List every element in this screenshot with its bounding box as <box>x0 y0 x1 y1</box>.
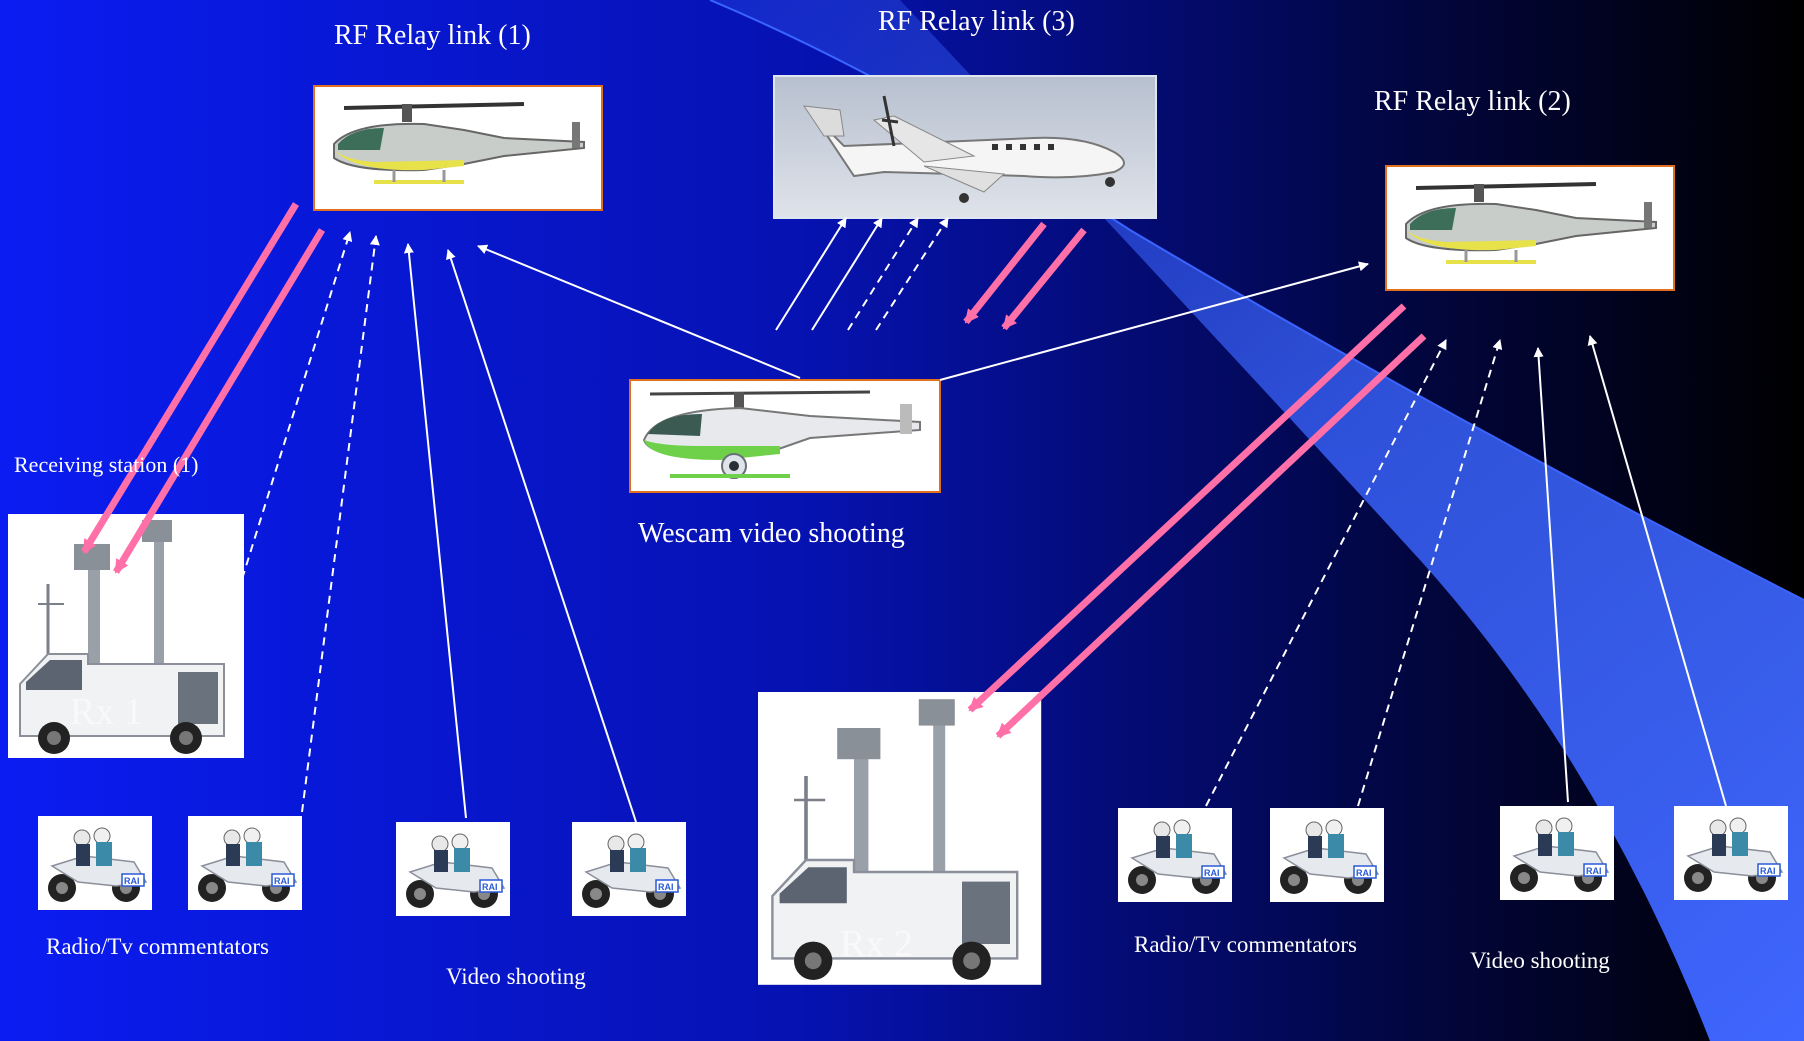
right-downlinks <box>967 303 1427 739</box>
rx2-label: Rx 2 <box>840 923 913 965</box>
motorbike-right-3-icon <box>1499 805 1615 901</box>
relay-helicopter-2-icon <box>1384 164 1676 292</box>
relay-airplane-icon <box>773 75 1157 219</box>
motorbike-right-2-icon <box>1269 807 1385 903</box>
receiving-station-label: Receiving station (1) <box>14 452 199 477</box>
plane-uplinks <box>775 217 949 331</box>
motorbike-left-1-icon <box>37 815 153 911</box>
motorbike-right-4-icon <box>1673 805 1789 901</box>
relay2-label: RF Relay link (2) <box>1374 86 1571 117</box>
motorbike-left-2-icon <box>187 815 303 911</box>
wescam-helicopter-icon <box>629 379 941 493</box>
motorbike-left-4-icon <box>571 821 687 917</box>
relay1-label: RF Relay link (1) <box>334 20 531 51</box>
radio-commentators-right-label: Radio/Tv commentators <box>1134 932 1357 957</box>
beam-band <box>710 0 1804 1041</box>
wescam-label: Wescam video shooting <box>638 518 905 549</box>
rx1-label: Rx 1 <box>70 691 143 733</box>
wescam-to-relay2-link <box>939 261 1369 381</box>
plane-downlinks <box>963 221 1087 331</box>
video-shooting-right-label: Video shooting <box>1470 948 1610 973</box>
left-downlinks <box>81 202 325 574</box>
radio-commentators-left-label: Radio/Tv commentators <box>46 934 269 959</box>
left-uplinks <box>237 231 801 823</box>
motorbike-right-1-icon <box>1117 807 1233 903</box>
motorbike-left-3-icon <box>395 821 511 917</box>
relay3-label: RF Relay link (3) <box>878 6 1075 37</box>
relay-helicopter-1-icon <box>312 84 604 212</box>
video-shooting-left-label: Video shooting <box>446 964 586 989</box>
right-uplinks <box>1205 335 1727 807</box>
